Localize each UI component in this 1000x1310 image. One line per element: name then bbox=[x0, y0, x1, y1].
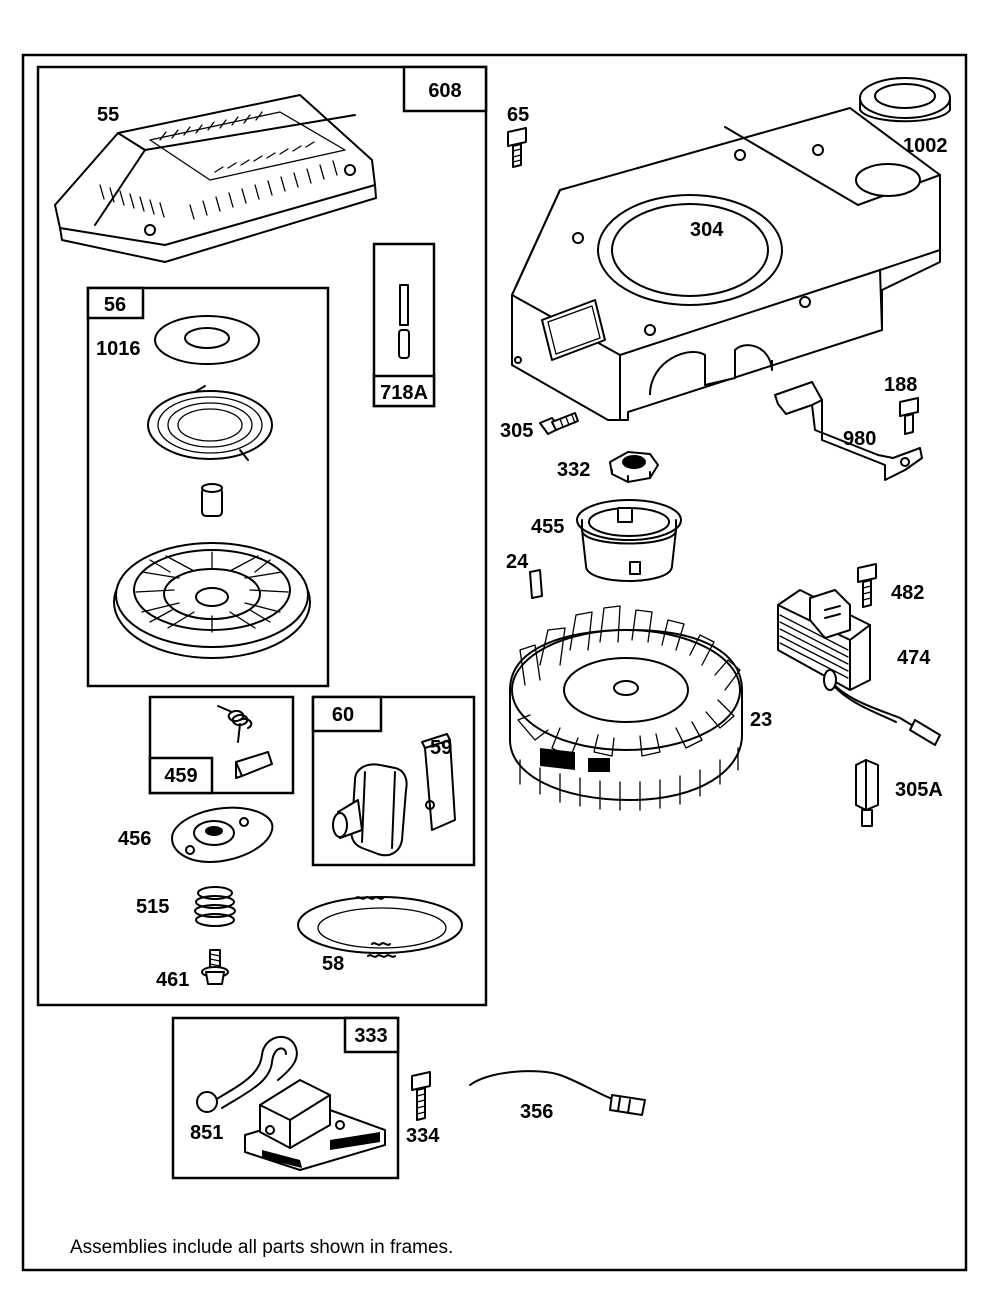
frame-333-label: 333 bbox=[354, 1025, 387, 1047]
pawl-spring bbox=[217, 705, 253, 743]
label-851: 851 bbox=[190, 1122, 223, 1144]
compression-spring bbox=[194, 886, 236, 927]
mounting-bracket bbox=[774, 381, 923, 481]
recoil-spring bbox=[147, 385, 273, 461]
handle-insert bbox=[421, 733, 456, 831]
label-1002: 1002 bbox=[903, 135, 948, 157]
frame-608-tag bbox=[402, 65, 488, 113]
screw-482 bbox=[857, 563, 877, 608]
label-55: 55 bbox=[97, 104, 119, 126]
label-1016: 1016 bbox=[96, 338, 141, 360]
label-305A: 305A bbox=[895, 779, 943, 801]
armature-screw bbox=[411, 1071, 431, 1121]
frame-718A-tag bbox=[372, 374, 436, 408]
frame-718A-label: 718A bbox=[380, 382, 428, 404]
bolt-305 bbox=[539, 412, 579, 435]
label-334: 334 bbox=[406, 1125, 440, 1147]
washer-1016 bbox=[154, 315, 260, 365]
label-24: 24 bbox=[506, 551, 529, 573]
armature-coil bbox=[196, 1035, 386, 1171]
label-356: 356 bbox=[520, 1101, 553, 1123]
blower-housing bbox=[511, 107, 941, 421]
label-482: 482 bbox=[891, 582, 924, 604]
pawl-retainer bbox=[171, 806, 274, 863]
flywheel-key bbox=[529, 569, 543, 599]
starter-pulley bbox=[113, 542, 311, 659]
label-515: 515 bbox=[136, 896, 169, 918]
frame-608-label: 608 bbox=[428, 80, 461, 102]
stud-305A bbox=[855, 759, 879, 827]
label-305: 305 bbox=[500, 420, 533, 442]
label-332: 332 bbox=[557, 459, 590, 481]
frame-56-label: 56 bbox=[104, 294, 126, 316]
frame-60-label: 60 bbox=[332, 704, 354, 726]
flywheel-nut bbox=[609, 451, 659, 483]
retainer-screw bbox=[201, 949, 229, 985]
ground-wire bbox=[469, 1070, 646, 1116]
label-59: 59 bbox=[430, 737, 452, 759]
footer-note: Assemblies include all parts shown in fr… bbox=[70, 1237, 453, 1258]
frame-60-tag bbox=[311, 695, 383, 733]
starter-cover-housing bbox=[54, 94, 377, 263]
label-65: 65 bbox=[507, 104, 529, 126]
grommet bbox=[859, 77, 951, 123]
label-474: 474 bbox=[897, 647, 931, 669]
frame-459-tag bbox=[148, 756, 214, 795]
starter-cup bbox=[576, 499, 682, 582]
bolt-65 bbox=[507, 127, 527, 168]
frame-459-label: 459 bbox=[164, 765, 197, 787]
ignition-module bbox=[777, 589, 941, 746]
label-455: 455 bbox=[531, 516, 564, 538]
label-23: 23 bbox=[750, 709, 772, 731]
frame-333-tag bbox=[343, 1016, 400, 1054]
starter-rope bbox=[297, 896, 463, 958]
label-980: 980 bbox=[843, 428, 876, 450]
roll-pin bbox=[398, 284, 410, 359]
flywheel bbox=[509, 605, 743, 811]
frame-56-tag bbox=[86, 286, 145, 320]
pawl bbox=[235, 751, 273, 779]
label-58: 58 bbox=[322, 953, 344, 975]
label-461: 461 bbox=[156, 969, 189, 991]
label-188: 188 bbox=[884, 374, 917, 396]
label-456: 456 bbox=[118, 828, 151, 850]
starter-handle bbox=[332, 763, 408, 857]
label-304: 304 bbox=[690, 219, 724, 241]
screw-188 bbox=[899, 397, 919, 435]
spacer-bushing bbox=[201, 483, 223, 517]
